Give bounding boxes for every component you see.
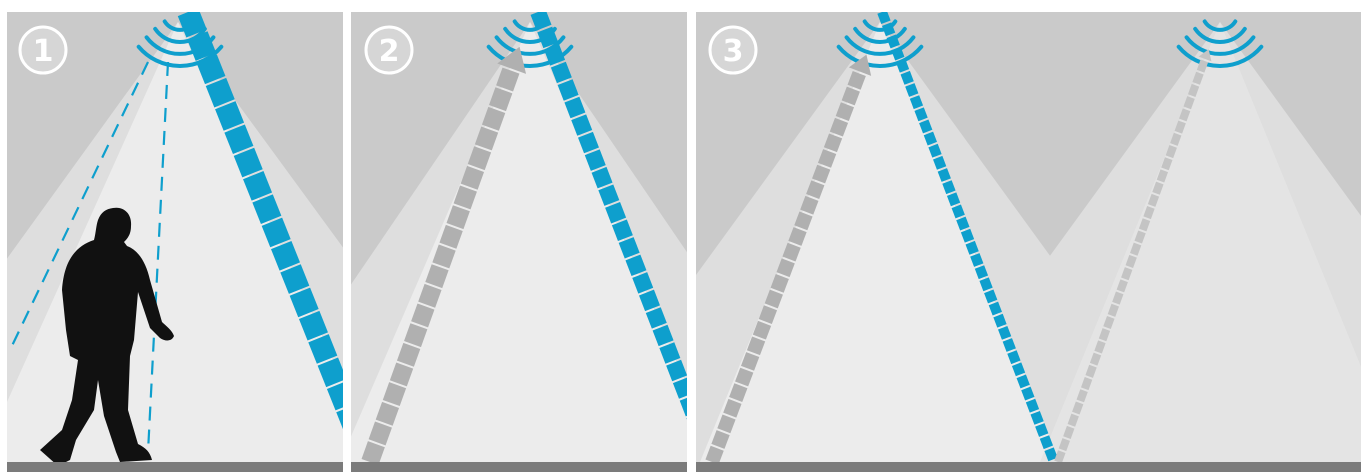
step-badge-3-label: 3	[723, 34, 744, 69]
step-badge-2: 2	[366, 27, 412, 73]
panel-divider	[343, 12, 351, 472]
step-badge-2-label: 2	[379, 34, 400, 69]
panel-1-floor	[7, 462, 343, 472]
step-badge-1: 1	[20, 27, 66, 73]
step-badge-1-label: 1	[33, 34, 54, 69]
panel-2-floor	[351, 462, 687, 472]
step-badge-3: 3	[710, 27, 756, 73]
panel-3-floor	[696, 462, 1361, 472]
panel-divider	[687, 12, 696, 472]
